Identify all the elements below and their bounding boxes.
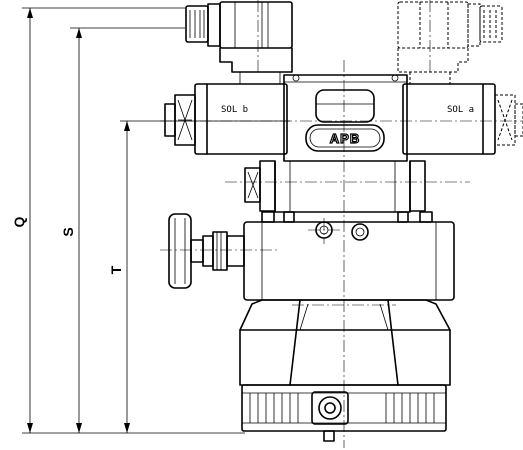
solenoid-a [397,1,503,84]
solenoid-a-label: SOL a [447,105,474,115]
adjusting-handwheel [168,213,245,289]
dimension-lines [22,7,290,434]
base-flange [241,384,447,442]
apb-logo: APB [330,131,360,146]
solenoid-b-label: SOL b [221,105,248,115]
dimension-q-label: Q [11,216,27,227]
center-lines [160,0,523,448]
main-valve-block [243,221,455,301]
dimension-t-label: T [108,265,124,274]
pilot-valve-body [283,74,408,162]
spacer-block [244,160,433,223]
solenoid-a-tube [402,83,523,155]
dimension-s-label: S [60,227,76,236]
solenoid-b [164,1,293,155]
lower-housing [239,299,451,386]
